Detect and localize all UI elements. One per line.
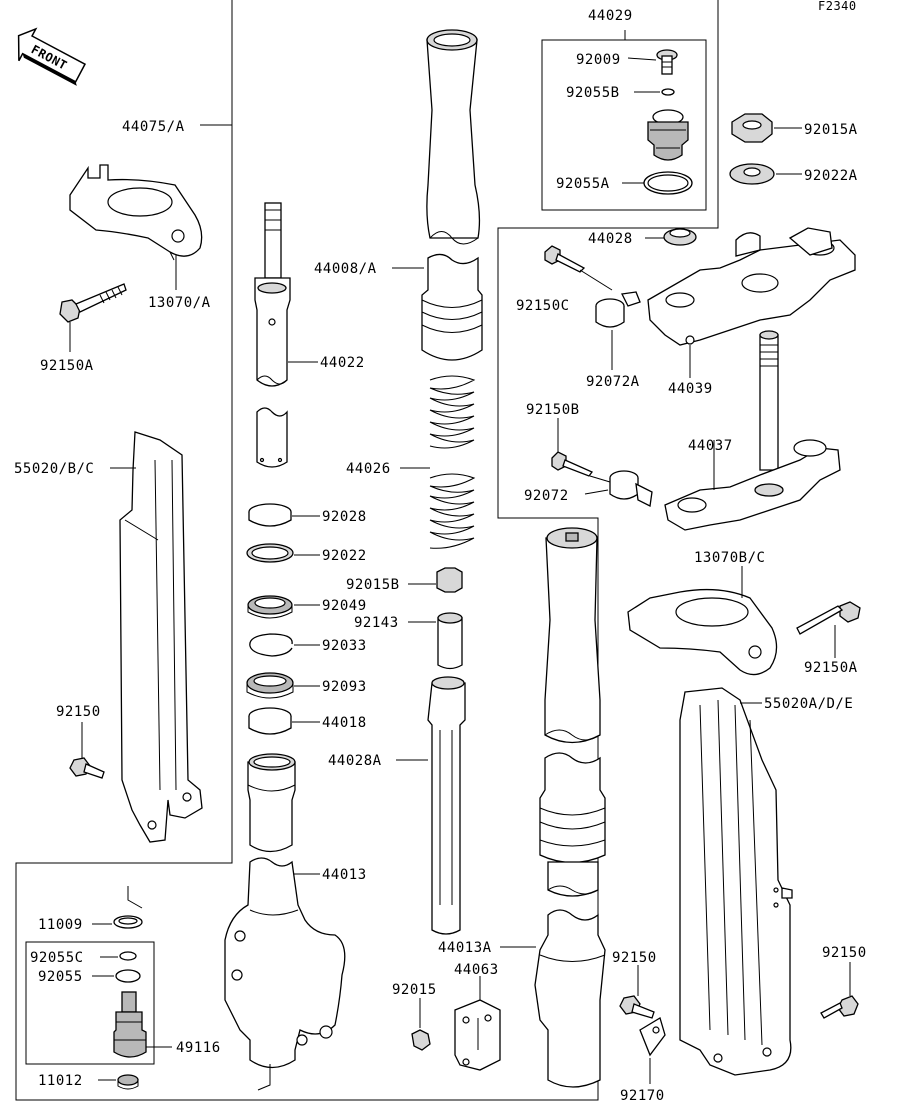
nut-11012-icon [117, 1074, 139, 1090]
washer-92022A-icon [729, 163, 775, 185]
damper-rod-44022-icon [254, 202, 291, 468]
label-44013A: 44013A [438, 940, 492, 956]
damper-rod-44028A-icon [427, 676, 466, 935]
bolt-92150-mid-icon [619, 995, 655, 1019]
label-92093: 92093 [322, 679, 367, 695]
fork-guard-55020BC-icon [119, 431, 203, 843]
fork-guard-55020ADE-icon [679, 687, 793, 1076]
collar-92072A-icon [595, 291, 641, 328]
bolt-92150-right-icon [820, 995, 859, 1019]
label-92022: 92022 [322, 548, 367, 564]
label-13070A: 13070/A [148, 295, 211, 311]
label-92150C: 92150C [516, 298, 570, 314]
spring-44026-icon [429, 375, 476, 549]
label-92055: 92055 [38, 969, 83, 985]
cap-44028-icon [663, 228, 697, 246]
label-44028A: 44028A [328, 753, 382, 769]
label-92009: 92009 [576, 52, 621, 68]
fork-leg-44013A-icon [534, 527, 606, 1088]
label-44028: 44028 [588, 231, 633, 247]
label-44013: 44013 [322, 867, 367, 883]
part-labels: F2340 44029 92009 92055B 92055A 44028 92… [14, 0, 867, 1103]
label-92015B: 92015B [346, 577, 400, 593]
label-92143: 92143 [354, 615, 399, 631]
bolt-92150A-left-icon [59, 283, 127, 323]
label-44026: 44026 [346, 461, 391, 477]
cap-bolt-44029-icon [643, 49, 693, 195]
collar-92072-icon [609, 470, 653, 507]
label-55020BC: 55020/B/C [14, 461, 94, 477]
label-13070BC: 13070B/C [694, 550, 765, 566]
label-44063: 44063 [454, 962, 499, 978]
nut-92015A-icon [731, 113, 773, 143]
nut-92015B-icon [436, 567, 463, 593]
label-92150-right: 92150 [822, 945, 867, 961]
group-frames [15, 0, 719, 1101]
spacer-92143-icon [437, 612, 463, 670]
label-92015: 92015 [392, 982, 437, 998]
clip-92170-icon [639, 1017, 666, 1057]
label-44075A: 44075/A [122, 119, 185, 135]
lower-triple-clamp-44037-icon [664, 330, 841, 531]
label-55020ADE: 55020A/D/E [764, 696, 853, 712]
label-44018: 44018 [322, 715, 367, 731]
diagram-code: F2340 [818, 0, 857, 13]
bolt-92150-left-icon [69, 757, 105, 779]
label-92015A: 92015A [804, 122, 858, 138]
label-11009: 11009 [38, 917, 83, 933]
label-92072A: 92072A [586, 374, 640, 390]
label-92033: 92033 [322, 638, 367, 654]
label-92150B: 92150B [526, 402, 580, 418]
outer-tube-44008A-icon [421, 29, 483, 361]
nut-92015-icon [411, 1029, 431, 1051]
bushing-92028-icon [248, 503, 292, 527]
label-92150-mid: 92150 [612, 950, 657, 966]
o-ring-92055C-icon [119, 951, 137, 961]
dust-seal-92093-icon [246, 672, 294, 699]
label-44029: 44029 [588, 8, 633, 24]
label-92055A: 92055A [556, 176, 610, 192]
label-44037: 44037 [688, 438, 733, 454]
label-92150A-right: 92150A [804, 660, 858, 676]
bushing-44018-icon [248, 707, 292, 735]
clamp-13070A-icon [69, 164, 203, 261]
valve-49116-icon [113, 991, 147, 1058]
label-49116: 49116 [176, 1040, 221, 1056]
label-92150A-left: 92150A [40, 358, 94, 374]
label-92028: 92028 [322, 509, 367, 525]
label-92022A: 92022A [804, 168, 858, 184]
label-44022: 44022 [320, 355, 365, 371]
label-92072: 92072 [524, 488, 569, 504]
washer-11009-icon [113, 915, 143, 929]
label-44039: 44039 [668, 381, 713, 397]
label-92055B: 92055B [566, 85, 620, 101]
upper-triple-clamp-44039-icon [647, 227, 856, 346]
label-44008A: 44008/A [314, 261, 377, 277]
label-92055C: 92055C [30, 950, 84, 966]
bolt-92150B-icon [551, 451, 594, 477]
oil-seal-92049-icon [247, 595, 293, 619]
clamp-13070BC-icon [627, 588, 778, 676]
label-92150-left: 92150 [56, 704, 101, 720]
label-11012: 11012 [38, 1073, 83, 1089]
label-92170: 92170 [620, 1088, 665, 1103]
inner-tube-44013-icon [224, 753, 346, 1069]
o-ring-92055-icon [115, 969, 141, 983]
axle-holder-44063-icon [454, 999, 501, 1071]
washer-92022-icon [246, 543, 294, 563]
bolt-92150C-icon [544, 245, 586, 273]
bolt-92150A-right-icon [796, 601, 861, 635]
leader-lines [69, 30, 851, 1091]
circlip-92033-icon [249, 633, 293, 657]
front-arrow-icon: FRONT [17, 27, 87, 86]
label-92049: 92049 [322, 598, 367, 614]
